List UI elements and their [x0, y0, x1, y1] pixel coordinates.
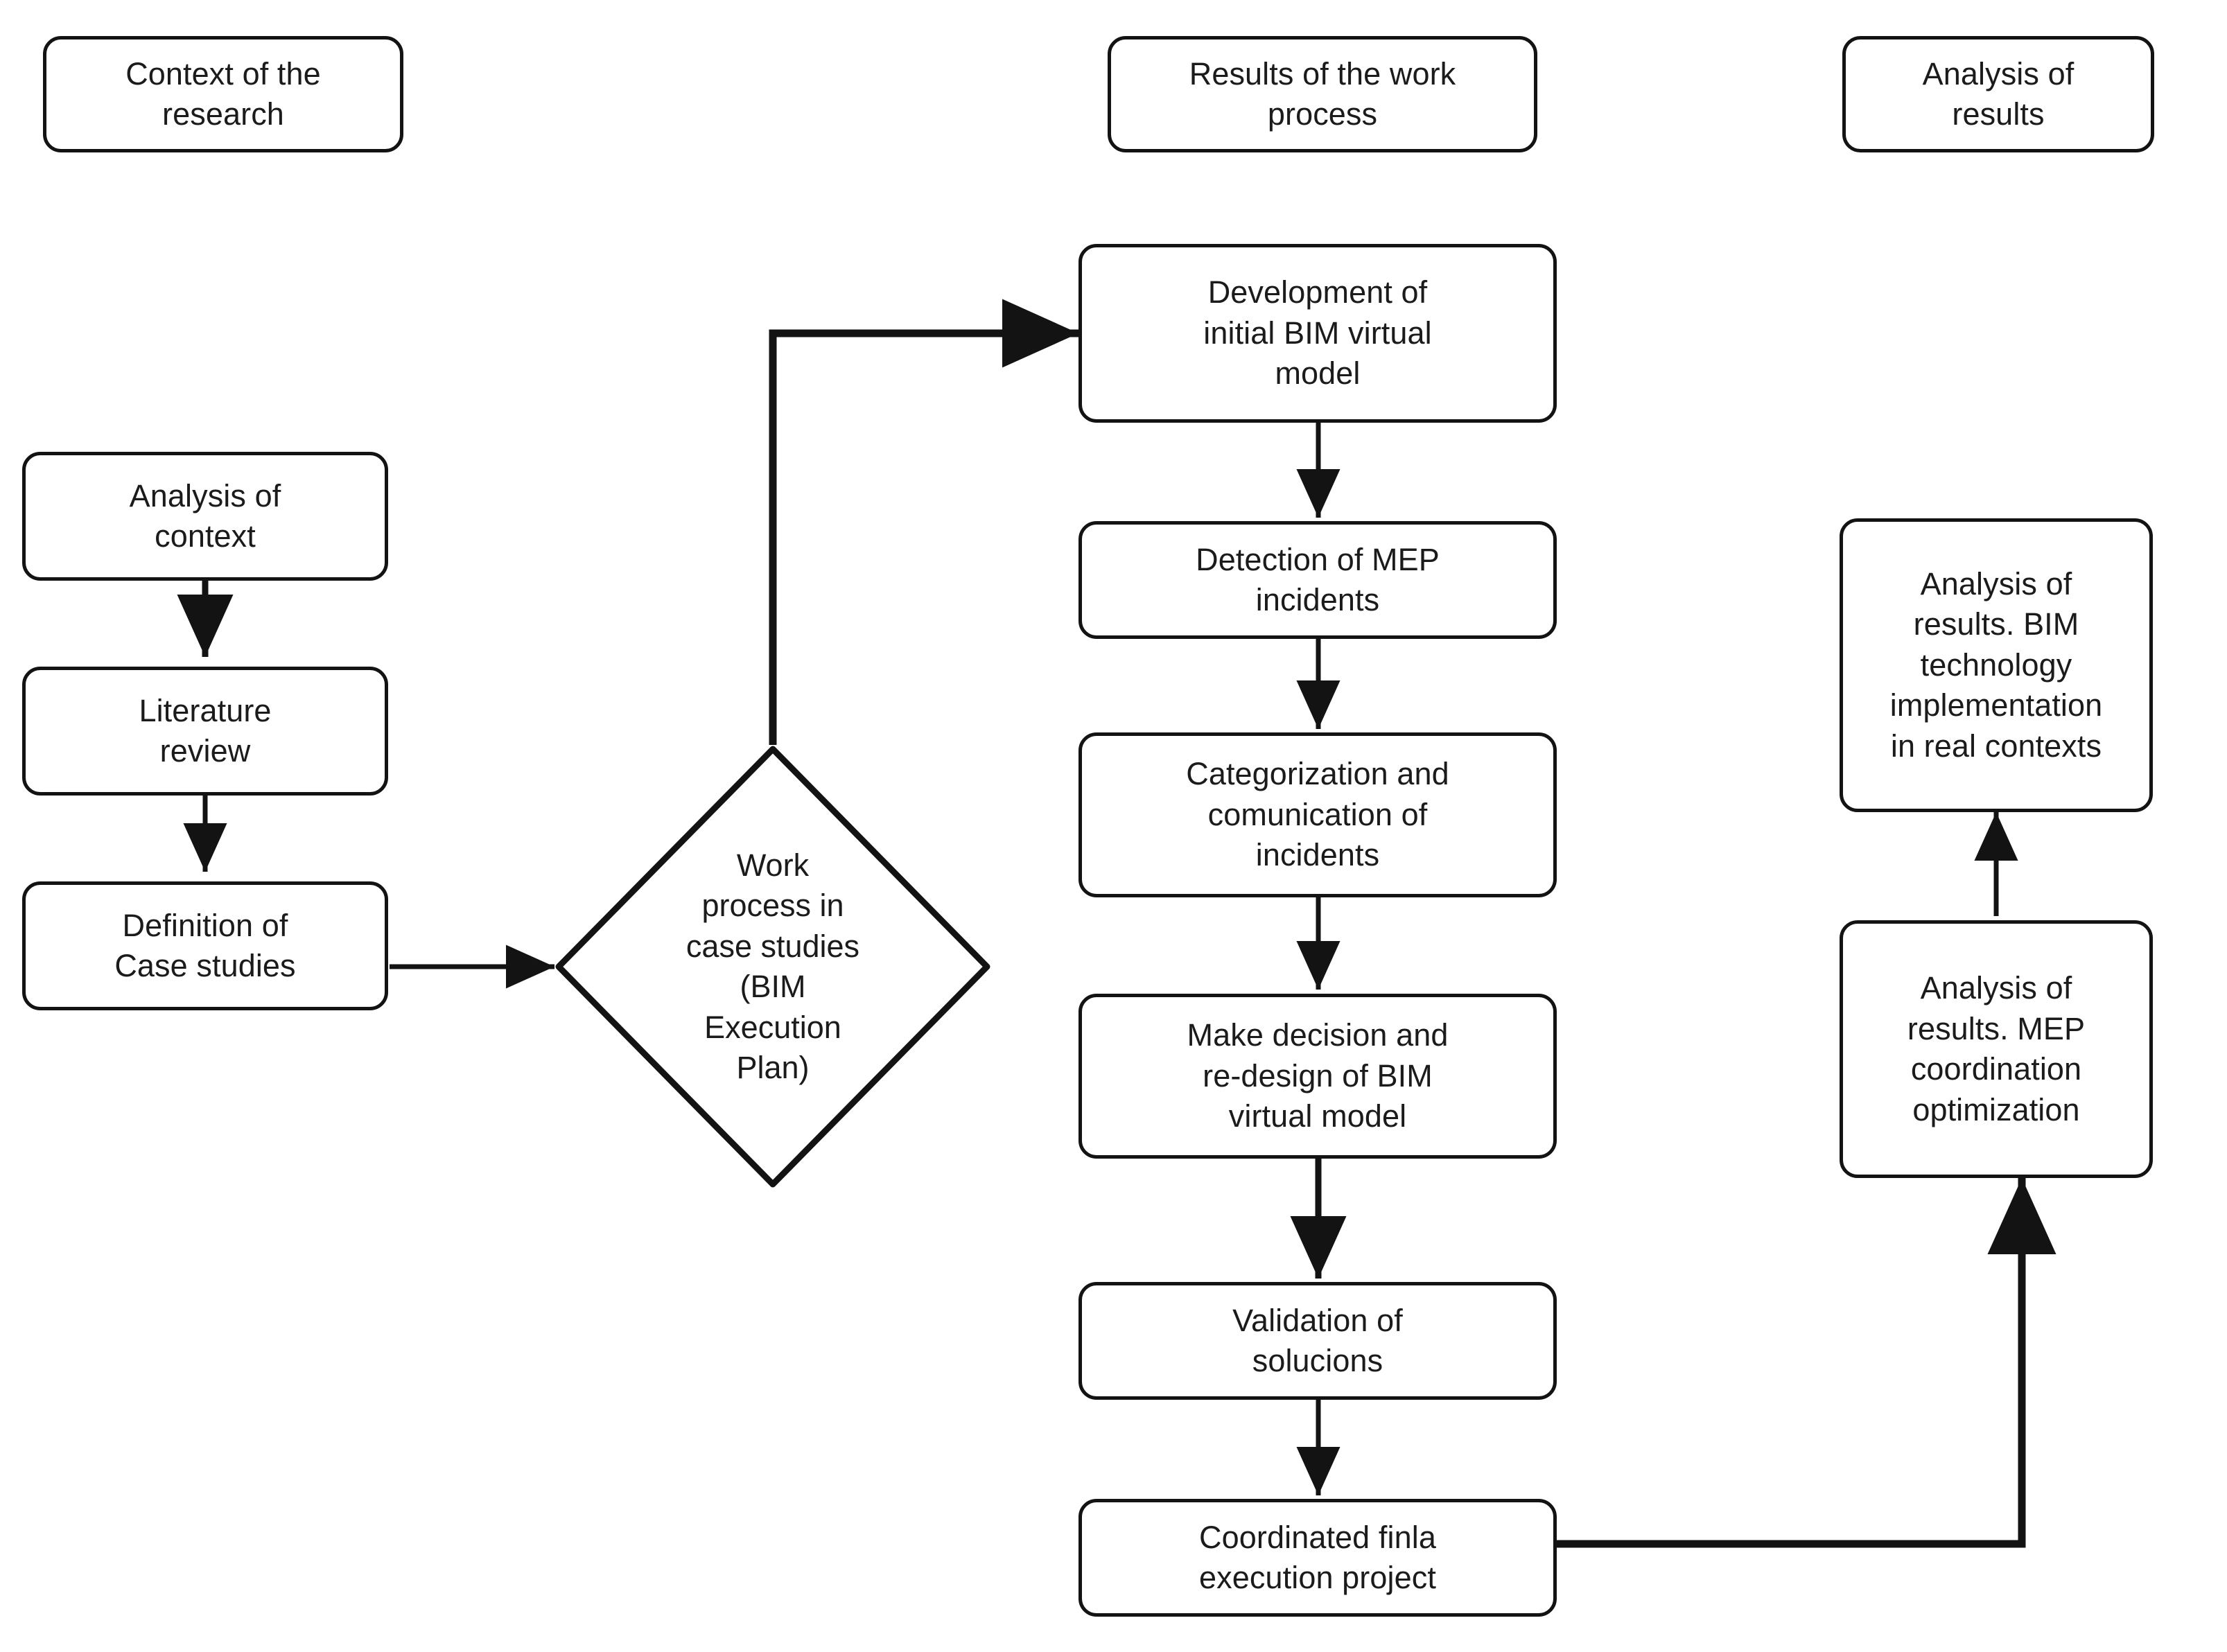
node-analysis-of-context[interactable]: Analysis of context	[22, 452, 388, 581]
node-detection-mep-incidents-label: Detection of MEP incidents	[1196, 541, 1440, 618]
node-coordinated-final-execution[interactable]: Coordinated finla execution project	[1078, 1499, 1557, 1617]
column-header-context-label: Context of the research	[125, 55, 321, 132]
node-literature-review[interactable]: Literature review	[22, 667, 388, 796]
column-header-context: Context of the research	[43, 36, 403, 152]
column-header-results-label: Results of the work process	[1189, 55, 1456, 132]
node-make-decision-redesign-label: Make decision and re-design of BIM virtu…	[1187, 1017, 1449, 1134]
node-development-initial-bim-label: Development of initial BIM virtual model	[1203, 274, 1432, 392]
node-validation-of-solutions-label: Validation of solucions	[1232, 1302, 1403, 1379]
node-categorization-communication[interactable]: Categorization and comunication of incid…	[1078, 732, 1557, 897]
node-literature-review-label: Literature review	[139, 692, 272, 769]
node-work-process-diamond[interactable]: Work process in case studies (BIM Execut…	[554, 745, 991, 1188]
node-analysis-mep-coordination-label: Analysis of results. MEP coordination op…	[1907, 970, 2086, 1127]
column-header-analysis-label: Analysis of results	[1922, 55, 2075, 132]
edge-coordinated-to-mep-analysis	[1553, 1178, 2056, 1548]
node-categorization-communication-label: Categorization and comunication of incid…	[1186, 756, 1449, 873]
node-detection-mep-incidents[interactable]: Detection of MEP incidents	[1078, 521, 1557, 639]
node-analysis-bim-technology-label: Analysis of results. BIM technology impl…	[1889, 565, 2103, 764]
node-make-decision-redesign[interactable]: Make decision and re-design of BIM virtu…	[1078, 994, 1557, 1159]
column-header-results: Results of the work process	[1108, 36, 1537, 152]
node-definition-case-studies[interactable]: Definition of Case studies	[22, 881, 388, 1010]
diamond-shape-outline	[555, 746, 990, 1188]
node-work-process-diamond-label: Work process in case studies (BIM Execut…	[685, 847, 860, 1086]
node-definition-case-studies-label: Definition of Case studies	[114, 907, 296, 984]
node-development-initial-bim[interactable]: Development of initial BIM virtual model	[1078, 244, 1557, 423]
edge-workprocess-to-development	[769, 299, 1078, 745]
node-analysis-mep-coordination[interactable]: Analysis of results. MEP coordination op…	[1840, 920, 2153, 1178]
node-coordinated-final-execution-label: Coordinated finla execution project	[1199, 1519, 1436, 1596]
node-analysis-bim-technology[interactable]: Analysis of results. BIM technology impl…	[1840, 518, 2153, 812]
node-analysis-of-context-label: Analysis of context	[129, 477, 281, 554]
column-header-analysis: Analysis of results	[1842, 36, 2154, 152]
node-validation-of-solutions[interactable]: Validation of solucions	[1078, 1282, 1557, 1400]
